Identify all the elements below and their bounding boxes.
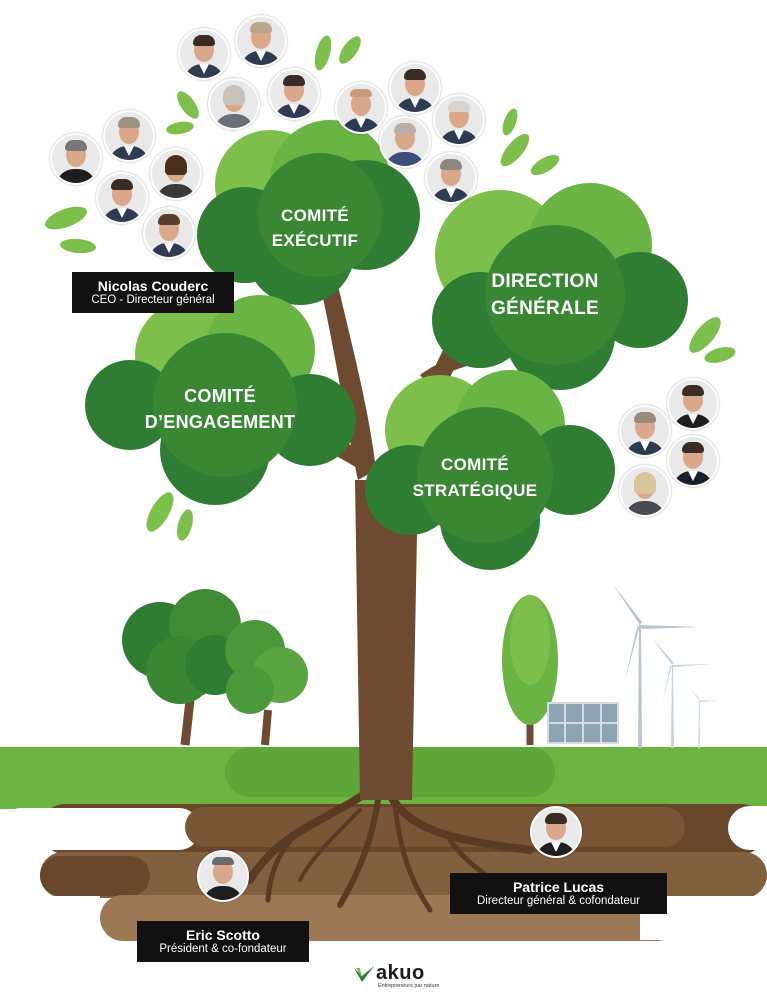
tag-nicolas-couderc: Nicolas Couderc CEO - Directeur général — [72, 272, 234, 313]
label-line: COMITÉ — [184, 386, 256, 406]
cloud-comite-executif — [197, 120, 420, 305]
label-direction-generale: DIRECTION GÉNÉRALE — [470, 268, 620, 322]
person-role: Directeur général & cofondateur — [476, 895, 640, 907]
avatar — [197, 850, 249, 902]
person-name: Nicolas Couderc — [97, 278, 209, 294]
avatar — [96, 172, 148, 224]
avatar — [389, 62, 441, 114]
solar-panel — [547, 702, 619, 744]
avatar — [619, 405, 671, 457]
avatar — [178, 28, 230, 80]
logo-tagline: Entrepreneurs par nature — [378, 983, 440, 989]
avatar — [667, 435, 719, 487]
person-name: Eric Scotto — [186, 927, 260, 943]
avatar — [150, 148, 202, 200]
avatar — [667, 378, 719, 430]
label-line: STRATÉGIQUE — [412, 481, 538, 500]
label-comite-executif: COMITÉ EXÉCUTIF — [245, 203, 385, 253]
label-comite-strategique: COMITÉ STRATÉGIQUE — [410, 452, 540, 504]
avatar — [433, 94, 485, 146]
leaf-logo-icon — [354, 966, 374, 982]
avatar — [530, 806, 582, 858]
small-leaves — [45, 35, 736, 541]
label-line: GÉNÉRALE — [491, 298, 599, 319]
tag-eric-scotto: Eric Scotto Président & co-fondateur — [137, 921, 309, 962]
label-line: DIRECTION — [491, 271, 599, 292]
person-name: Patrice Lucas — [512, 879, 605, 895]
label-line: EXÉCUTIF — [271, 231, 359, 250]
avatar — [379, 116, 431, 168]
avatar — [208, 78, 260, 130]
label-line: COMITÉ — [281, 206, 349, 225]
avatar — [103, 110, 155, 162]
cloud-direction-generale — [432, 183, 688, 390]
avatar — [619, 465, 671, 517]
cloud-comite-engagement — [85, 295, 356, 505]
person-role: CEO - Directeur général — [91, 294, 215, 306]
label-comite-engagement: COMITÉ D’ENGAGEMENT — [135, 383, 305, 435]
wind-turbines — [612, 583, 718, 748]
background-trees — [122, 589, 558, 746]
person-role: Président & co-fondateur — [159, 943, 287, 955]
label-line: D’ENGAGEMENT — [144, 412, 296, 432]
tag-patrice-lucas: Patrice Lucas Directeur général & cofond… — [450, 873, 667, 914]
avatar — [268, 68, 320, 120]
avatar — [143, 207, 195, 259]
avatar — [50, 133, 102, 185]
avatar — [335, 82, 387, 134]
akuo-logo: akuo Entrepreneurs par nature — [352, 962, 442, 992]
avatar — [235, 15, 287, 67]
cloud-comite-strategique — [365, 370, 615, 570]
avatar — [425, 152, 477, 204]
logo-wordmark: akuo — [376, 962, 425, 984]
label-line: COMITÉ — [441, 455, 509, 474]
